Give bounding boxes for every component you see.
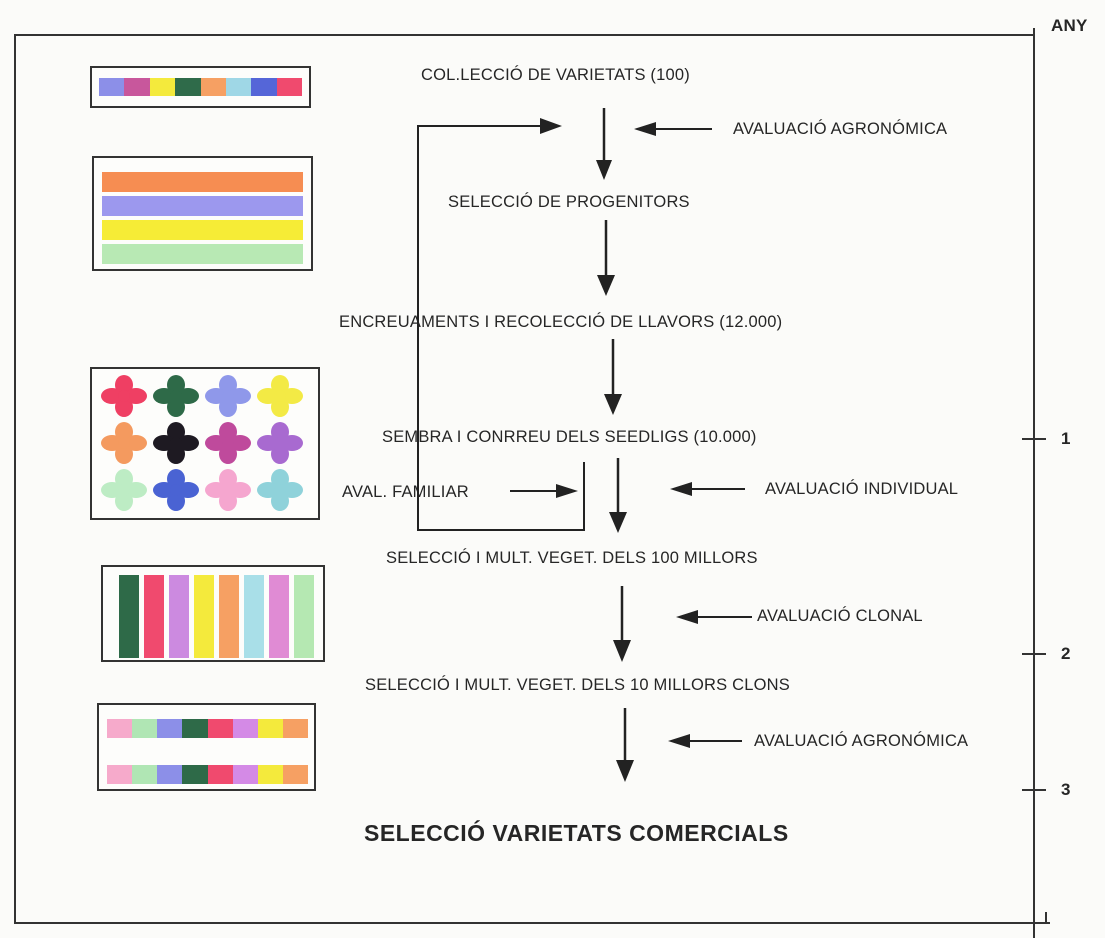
variety-swatch (200, 78, 226, 96)
eval-arrow-family (510, 484, 578, 498)
final-bottom-swatch (182, 765, 208, 784)
down-arrow-1 (596, 108, 612, 180)
clonal-bar (269, 575, 289, 658)
variety-swatch (149, 78, 176, 96)
clover-icon (153, 469, 199, 511)
step-10-best-clones: SELECCIÓ I MULT. VEGET. DELS 10 MILLORS … (365, 676, 790, 694)
frame-bottom-line (14, 922, 1050, 924)
clover-icon (205, 375, 251, 417)
variety-swatch (124, 78, 150, 96)
eval-arrow-clonal (676, 610, 752, 624)
progenitor-bar (102, 172, 303, 192)
clover-icon (257, 469, 303, 511)
frame-left-line (14, 34, 16, 924)
clonal-bar (194, 575, 214, 658)
year-1-label: 1 (1061, 429, 1071, 448)
final-bottom-swatch (257, 765, 283, 784)
tick-year-1 (1022, 438, 1046, 440)
variety-swatch (225, 78, 252, 96)
clover-icon (205, 469, 251, 511)
year-2-label: 2 (1061, 644, 1071, 663)
final-bottom-swatch (282, 765, 308, 784)
step-collection: COL.LECCIÓ DE VARIETATS (100) (421, 66, 690, 84)
final-strip-bottom (107, 765, 308, 784)
down-arrow-2 (597, 220, 615, 296)
frame-right-line (1033, 28, 1035, 938)
step-100-best: SELECCIÓ I MULT. VEGET. DELS 100 MILLORS (386, 549, 758, 567)
down-arrow-3 (604, 339, 622, 415)
clover-icon (257, 422, 303, 464)
final-top-swatch (182, 719, 208, 738)
eval-clonal: AVALUACIÓ CLONAL (757, 607, 923, 625)
seedlings-clover-illustration (90, 367, 320, 520)
clover-icon (101, 469, 147, 511)
variety-swatch (276, 78, 302, 96)
down-arrow-4 (609, 458, 627, 533)
eval-arrow-individual (670, 482, 745, 496)
clonal-bar (219, 575, 239, 658)
eval-arrow-agronomic-1 (634, 122, 712, 136)
clover-icon (101, 375, 147, 417)
final-bottom-swatch (132, 765, 158, 784)
clover-icon (257, 375, 303, 417)
final-bottom-swatch (157, 765, 183, 784)
clover-icon (153, 375, 199, 417)
clonal-bar (294, 575, 314, 658)
progenitor-bar (102, 196, 303, 216)
clonal-bar (119, 575, 139, 658)
step-progenitors: SELECCIÓ DE PROGENITORS (448, 193, 690, 211)
final-top-swatch (132, 719, 158, 738)
clover-icon (205, 422, 251, 464)
eval-family: AVAL. FAMILIAR (342, 483, 469, 501)
clover-icon (101, 422, 147, 464)
variety-color-strip (99, 78, 302, 96)
final-varieties-illustration (97, 703, 316, 791)
final-top-swatch (232, 719, 258, 738)
variety-collection-illustration (90, 66, 311, 108)
final-bottom-swatch (207, 765, 233, 784)
final-top-swatch (257, 719, 283, 738)
clonal-bar (144, 575, 164, 658)
final-bottom-swatch (232, 765, 258, 784)
eval-arrow-agronomic-2 (668, 734, 742, 748)
frame-top-line (14, 34, 1034, 36)
feedback-loop-arrowhead (540, 118, 562, 134)
final-bottom-swatch (107, 765, 133, 784)
progenitor-bar (102, 220, 303, 240)
tick-year-3 (1022, 789, 1046, 791)
frame-bottom-stub (1045, 912, 1047, 924)
final-step-commercial-varieties: SELECCIÓ VARIETATS COMERCIALS (364, 820, 789, 846)
progenitor-bar (102, 244, 303, 264)
eval-individual: AVALUACIÓ INDIVIDUAL (765, 480, 959, 498)
eval-agronomic-1: AVALUACIÓ AGRONÓMICA (733, 120, 948, 138)
clonal-bar (169, 575, 189, 658)
year-header: ANY (1051, 16, 1088, 35)
final-top-swatch (282, 719, 308, 738)
final-strip-top (107, 719, 308, 738)
tick-year-2 (1022, 653, 1046, 655)
eval-agronomic-2: AVALUACIÓ AGRONÓMICA (754, 732, 969, 750)
final-top-swatch (207, 719, 233, 738)
clonal-selection-illustration (101, 565, 325, 662)
final-top-swatch (107, 719, 133, 738)
year-3-label: 3 (1061, 780, 1071, 799)
down-arrow-6 (616, 708, 634, 782)
variety-swatch (175, 78, 201, 96)
clonal-bar (244, 575, 264, 658)
step-crosses: ENCREUAMENTS I RECOLECCIÓ DE LLAVORS (12… (339, 313, 783, 331)
down-arrow-5 (613, 586, 631, 662)
variety-swatch (251, 78, 277, 96)
clover-icon (153, 422, 199, 464)
progenitors-illustration (92, 156, 313, 271)
variety-swatch (99, 78, 125, 96)
final-top-swatch (157, 719, 183, 738)
step-seedlings: SEMBRA I CONRREU DELS SEEDLIGS (10.000) (382, 428, 757, 446)
feedback-loop-line (417, 125, 585, 531)
